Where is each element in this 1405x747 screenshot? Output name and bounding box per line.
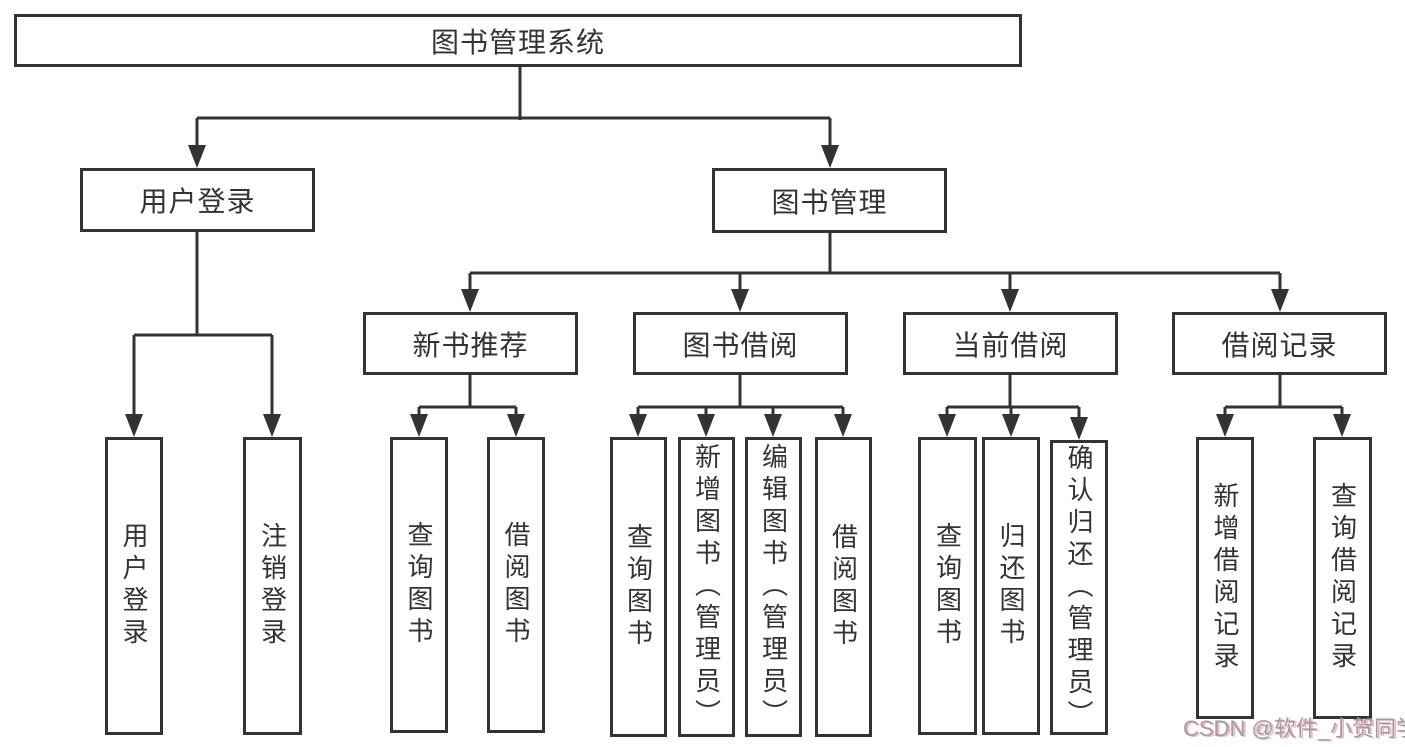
leaf-add-books-admin: 新增图书（管理员） (678, 437, 735, 737)
node-user-login: 用户登录 (80, 168, 315, 232)
node-book-borrowing: 图书借阅 (633, 312, 848, 375)
leaf-query-books-recommend: 查询图书 (390, 437, 448, 733)
node-borrowing-records: 借阅记录 (1172, 312, 1387, 375)
leaf-logout: 注销登录 (243, 437, 302, 735)
leaf-query-borrow-record: 查询借阅记录 (1313, 437, 1372, 719)
node-book-management: 图书管理 (712, 168, 947, 233)
node-current-borrowing: 当前借阅 (903, 312, 1118, 375)
leaf-user-login: 用户登录 (105, 437, 163, 735)
leaf-query-books-borrowing: 查询图书 (610, 437, 667, 737)
leaf-confirm-return-admin: 确认归还（管理员） (1050, 440, 1108, 735)
node-new-book-recommend: 新书推荐 (363, 312, 578, 375)
node-library-management-system: 图书管理系统 (14, 14, 1022, 67)
leaf-query-books-current: 查询图书 (918, 437, 977, 735)
leaf-borrow-books: 借阅图书 (815, 437, 872, 737)
leaf-return-books: 归还图书 (982, 437, 1040, 735)
leaf-borrow-books-recommend: 借阅图书 (487, 437, 545, 733)
csdn-watermark: CSDN @软件_小贺同学 (1183, 716, 1405, 741)
leaf-edit-books-admin: 编辑图书（管理员） (745, 437, 802, 737)
leaf-add-borrow-record: 新增借阅记录 (1196, 437, 1254, 719)
